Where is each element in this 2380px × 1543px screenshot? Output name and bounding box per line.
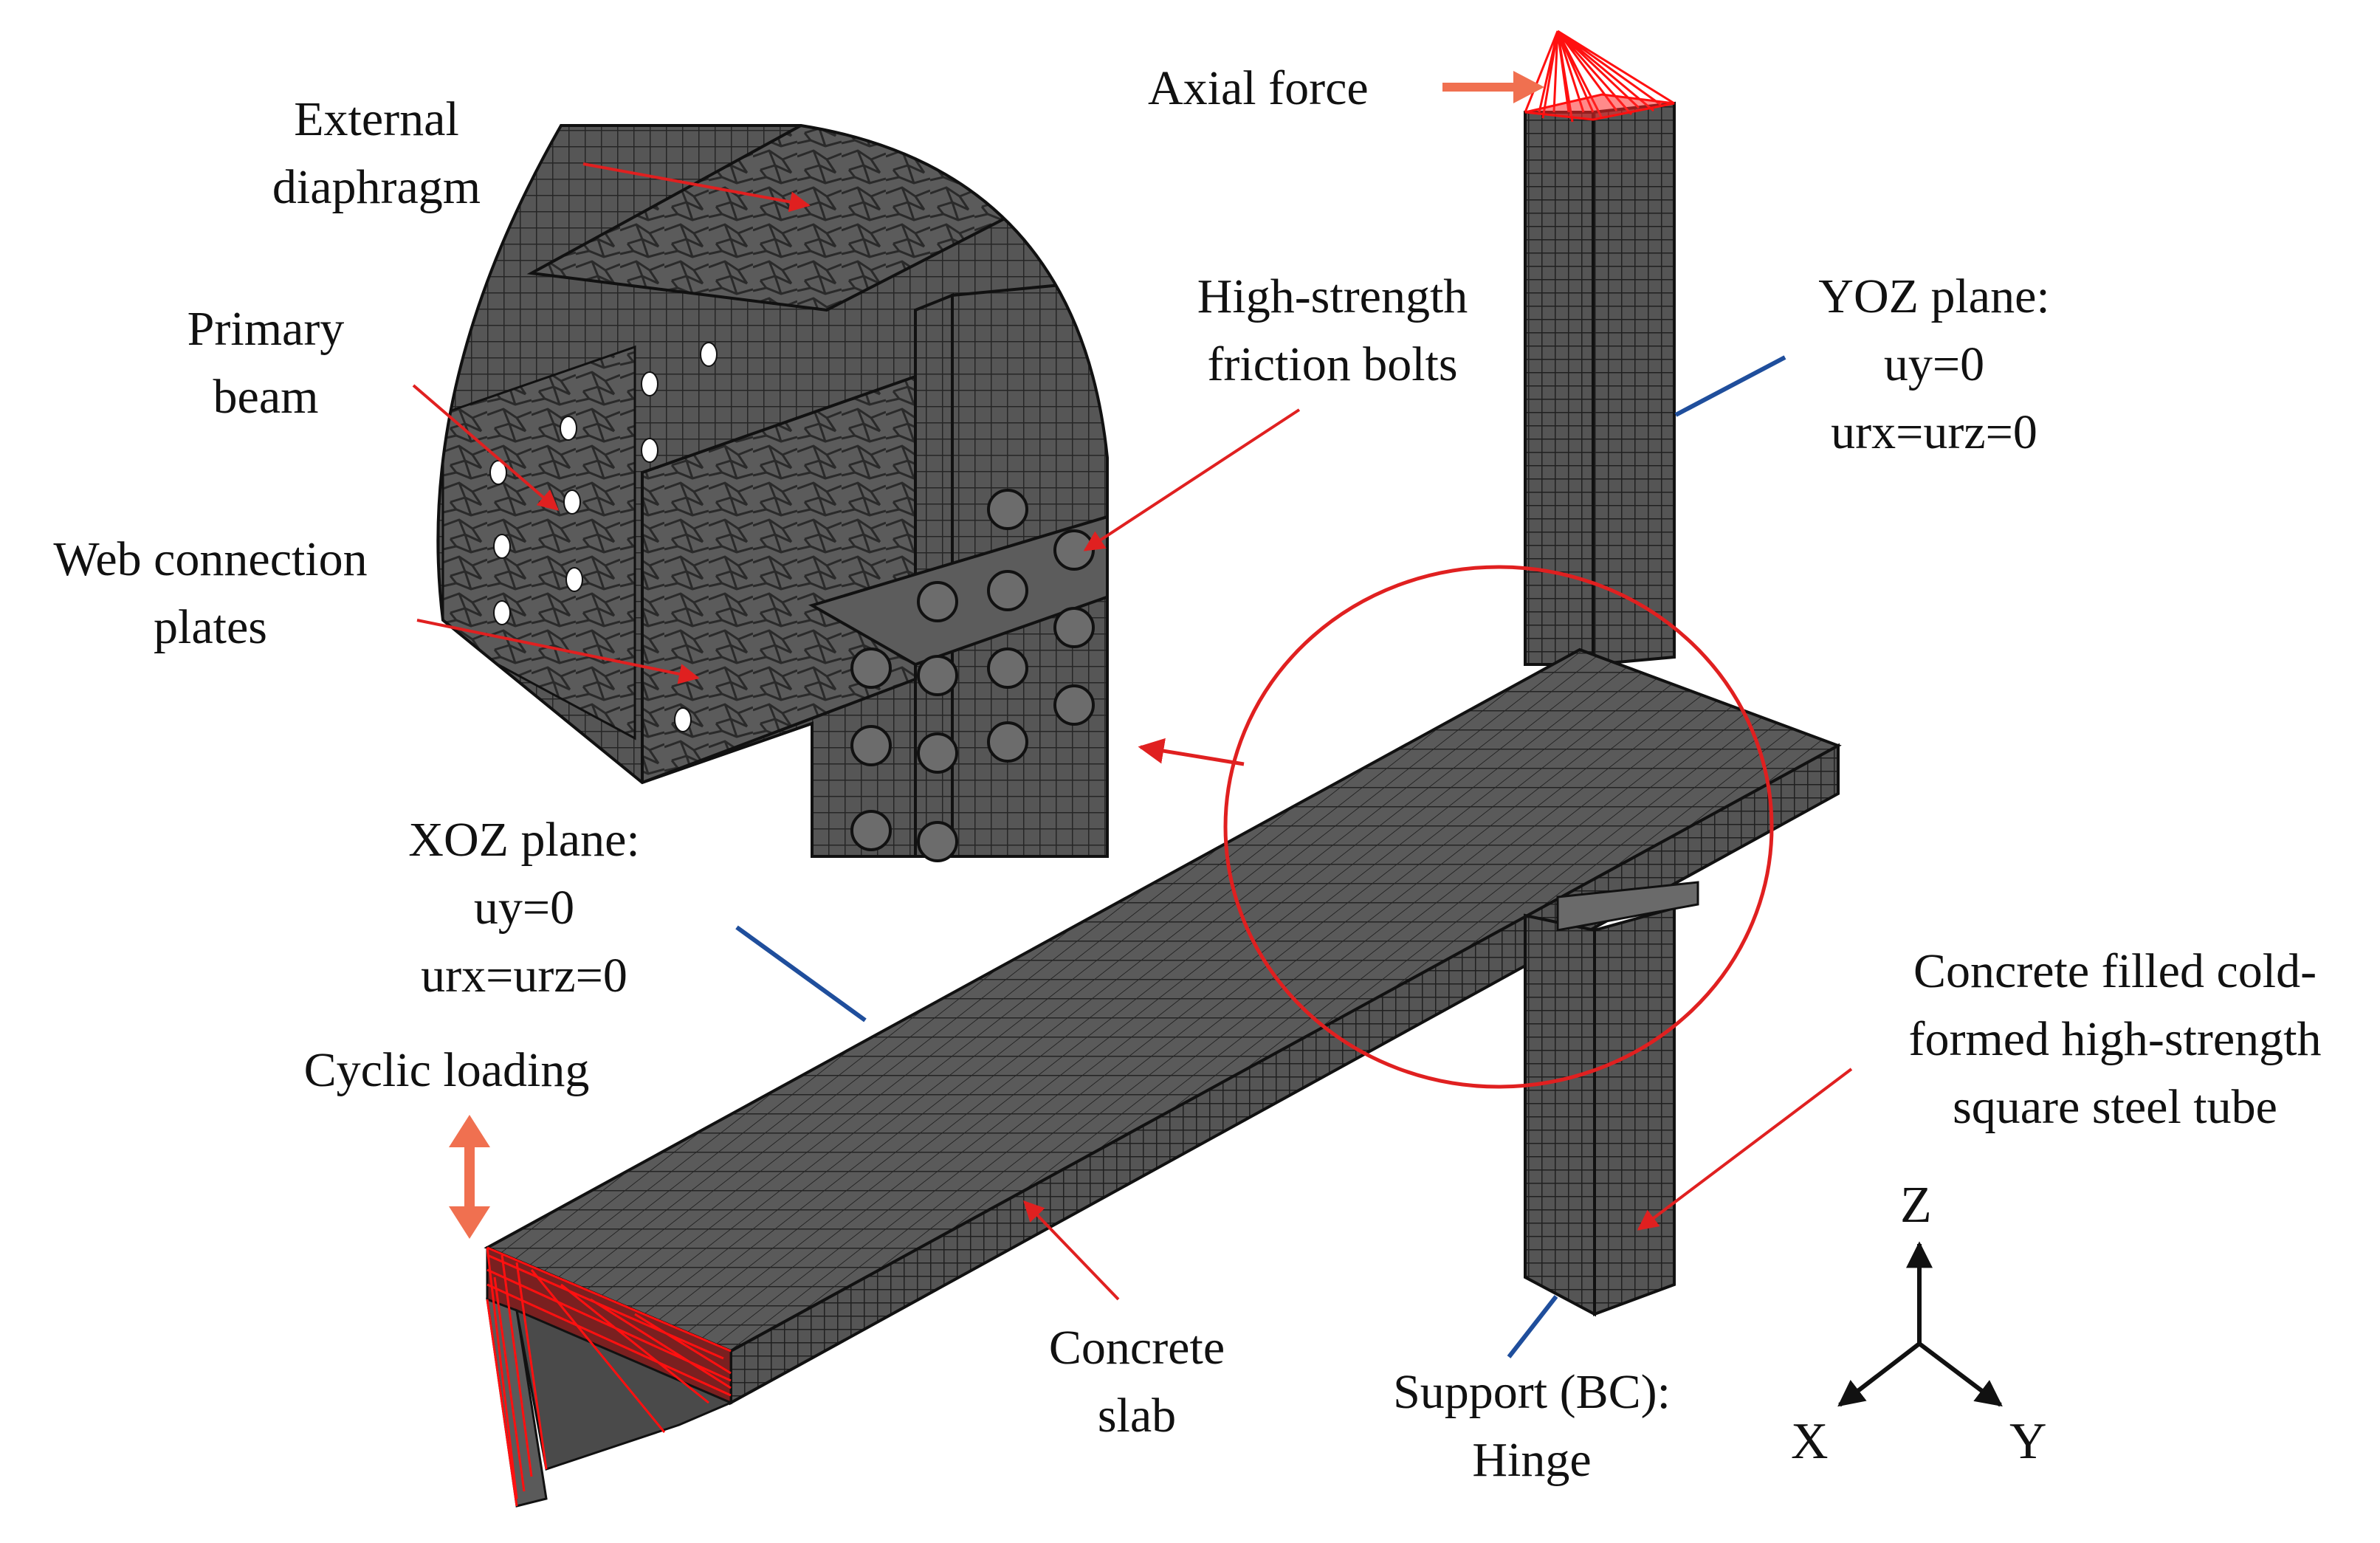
- support-line: [1507, 1295, 1558, 1358]
- z-axis-label: Z: [1900, 1177, 1932, 1234]
- loading-end-constraint: [486, 1246, 732, 1507]
- x-axis-label: X: [1791, 1413, 1829, 1470]
- x-axis-arrow: [1837, 1341, 1921, 1407]
- leader-external-diaphragm: [582, 162, 811, 213]
- boundary-lines: [735, 355, 1786, 1358]
- primary-beam-label: Primary beam: [187, 302, 345, 424]
- y-axis-label: Y: [2009, 1413, 2047, 1470]
- axis-triad: [1837, 1241, 2003, 1407]
- coupling-constraint-top: [1524, 30, 1675, 123]
- xoz-line: [735, 925, 867, 1023]
- bolt-heads: [850, 489, 1095, 862]
- concrete-slab-label: Concrete slab: [1048, 1321, 1225, 1443]
- external-diaphragm-label: External diaphragm: [272, 92, 481, 214]
- leader-primary-beam: [412, 384, 560, 511]
- yoz-line: [1674, 355, 1786, 417]
- y-axis-arrow: [1918, 1341, 2003, 1407]
- leader-steel-tube: [1637, 1068, 1853, 1231]
- callout-leaders: [412, 162, 1853, 1301]
- support-hinge-label: Support (BC): Hinge: [1393, 1365, 1671, 1487]
- cyclic-loading-label: Cyclic loading: [303, 1043, 590, 1097]
- leader-bolts: [1083, 408, 1301, 551]
- joint-detail-inset: [438, 126, 1107, 856]
- steel-tube-label: Concrete filled cold- formed high-streng…: [1908, 944, 2322, 1134]
- leader-slab: [1023, 1200, 1120, 1301]
- web-connection-plates-label: Web connection plates: [53, 532, 368, 654]
- yoz-plane-label: YOZ plane: uy=0 urx=urz=0: [1818, 269, 2050, 459]
- axial-force-label: Axial force: [1148, 61, 1369, 115]
- inset-outline: [436, 124, 1109, 858]
- bolt-holes: [489, 342, 718, 732]
- circle-to-inset-arrow: [1138, 738, 1245, 766]
- high-strength-bolts-label: High-strength friction bolts: [1197, 269, 1468, 391]
- joint-region-circle: [1223, 565, 1774, 1089]
- column-lower: [1524, 881, 1699, 1317]
- leader-web-plates: [416, 619, 700, 684]
- column-upper: [1524, 101, 1676, 667]
- xoz-plane-label: XOZ plane: uy=0 urx=urz=0: [408, 813, 640, 1003]
- axial-force-arrow: [1442, 71, 1544, 103]
- cyclic-loading-arrow: [449, 1115, 490, 1239]
